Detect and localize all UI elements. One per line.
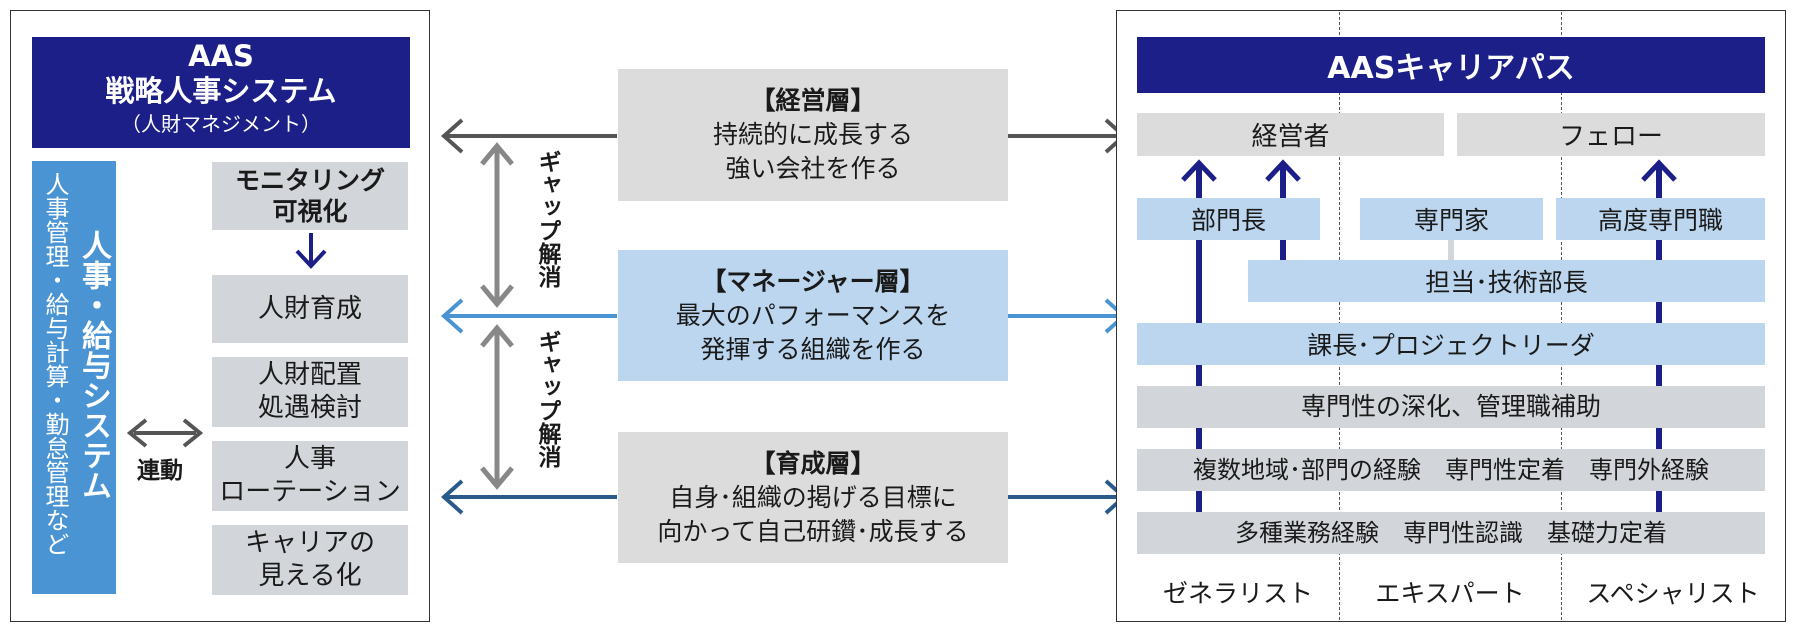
track-expert: エキスパート xyxy=(1375,579,1525,608)
development-layer-box: 【育成層】 自身･組織の掲げる目標に 向かって自己研鑽･成長する xyxy=(618,432,1008,563)
role-fellow: フェロー xyxy=(1457,113,1765,156)
manager-layer-box: 【マネージャー層】 最大のパフォーマンスを 発揮する組織を作る xyxy=(618,250,1008,381)
track-divider-2 xyxy=(1561,12,1562,620)
module-rotation: 人事 ローテーション xyxy=(212,441,408,511)
executive-layer-line2: 強い会社を作る xyxy=(725,154,901,183)
level-section-chief: 課長･プロジェクトリーダ xyxy=(1137,323,1765,365)
executive-layer-box: 【経営層】 持続的に成長する 強い会社を作る xyxy=(618,69,1008,201)
hr-payroll-system xyxy=(32,161,116,594)
role-specialist-expert: 専門家 xyxy=(1360,198,1543,240)
module-career-visibility: キャリアの 見える化 xyxy=(212,525,408,595)
track-divider-1 xyxy=(1339,12,1340,620)
down-arrow-icon xyxy=(295,233,327,269)
hr-payroll-title: 人事・給与システム xyxy=(76,230,111,500)
career-path-header: AASキャリアパス xyxy=(1137,37,1765,93)
link-double-arrow xyxy=(126,418,204,448)
level-deepening-expertise: 専門性の深化、管理職補助 xyxy=(1137,386,1765,428)
track-generalist: ゼネラリスト xyxy=(1162,579,1313,608)
executive-layer-line1: 持続的に成長する xyxy=(712,120,913,149)
hr-payroll-desc: 人事管理・給与計算・勤怠管理など xyxy=(41,172,69,556)
manager-layer-title: 【マネージャー層】 xyxy=(701,266,925,296)
executive-layer-title: 【経営層】 xyxy=(750,86,876,115)
strategic-hr-subtitle: 戦略人事システム xyxy=(105,74,337,108)
module-placement: 人財配置 処遇検討 xyxy=(212,357,408,427)
manager-layer-line2: 発揮する組織を作る xyxy=(700,334,926,364)
development-layer-line2: 向かって自己研鑽･成長する xyxy=(657,516,969,546)
gap-label-upper: ギャップ解消 xyxy=(534,150,560,288)
module-monitoring: モニタリング 可視化 xyxy=(212,162,408,230)
role-department-head: 部門長 xyxy=(1137,198,1320,240)
strategic-hr-note: （人財マネジメント） xyxy=(121,112,321,136)
level-technical-manager: 担当･技術部長 xyxy=(1248,260,1765,302)
track-specialist: スペシャリスト xyxy=(1586,579,1760,608)
strategic-hr-header: AAS 戦略人事システム （人財マネジメント） xyxy=(32,37,410,148)
development-layer-title: 【育成層】 xyxy=(750,448,876,478)
development-layer-line1: 自身･組織の掲げる目標に xyxy=(669,482,957,512)
level-multi-region-experience: 複数地域･部門の経験 専門性定着 専門外経験 xyxy=(1137,449,1765,491)
role-executive: 経営者 xyxy=(1137,113,1444,156)
strategic-hr-title: AAS xyxy=(188,39,254,73)
gap-label-lower: ギャップ解消 xyxy=(534,330,560,468)
role-advanced-professional: 高度専門職 xyxy=(1556,198,1765,240)
manager-layer-line1: 最大のパフォーマンスを xyxy=(675,300,951,330)
module-talent-development: 人財育成 xyxy=(212,275,408,343)
link-label: 連動 xyxy=(137,458,183,484)
level-diverse-work-experience: 多種業務経験 専門性認識 基礎力定着 xyxy=(1137,512,1765,554)
